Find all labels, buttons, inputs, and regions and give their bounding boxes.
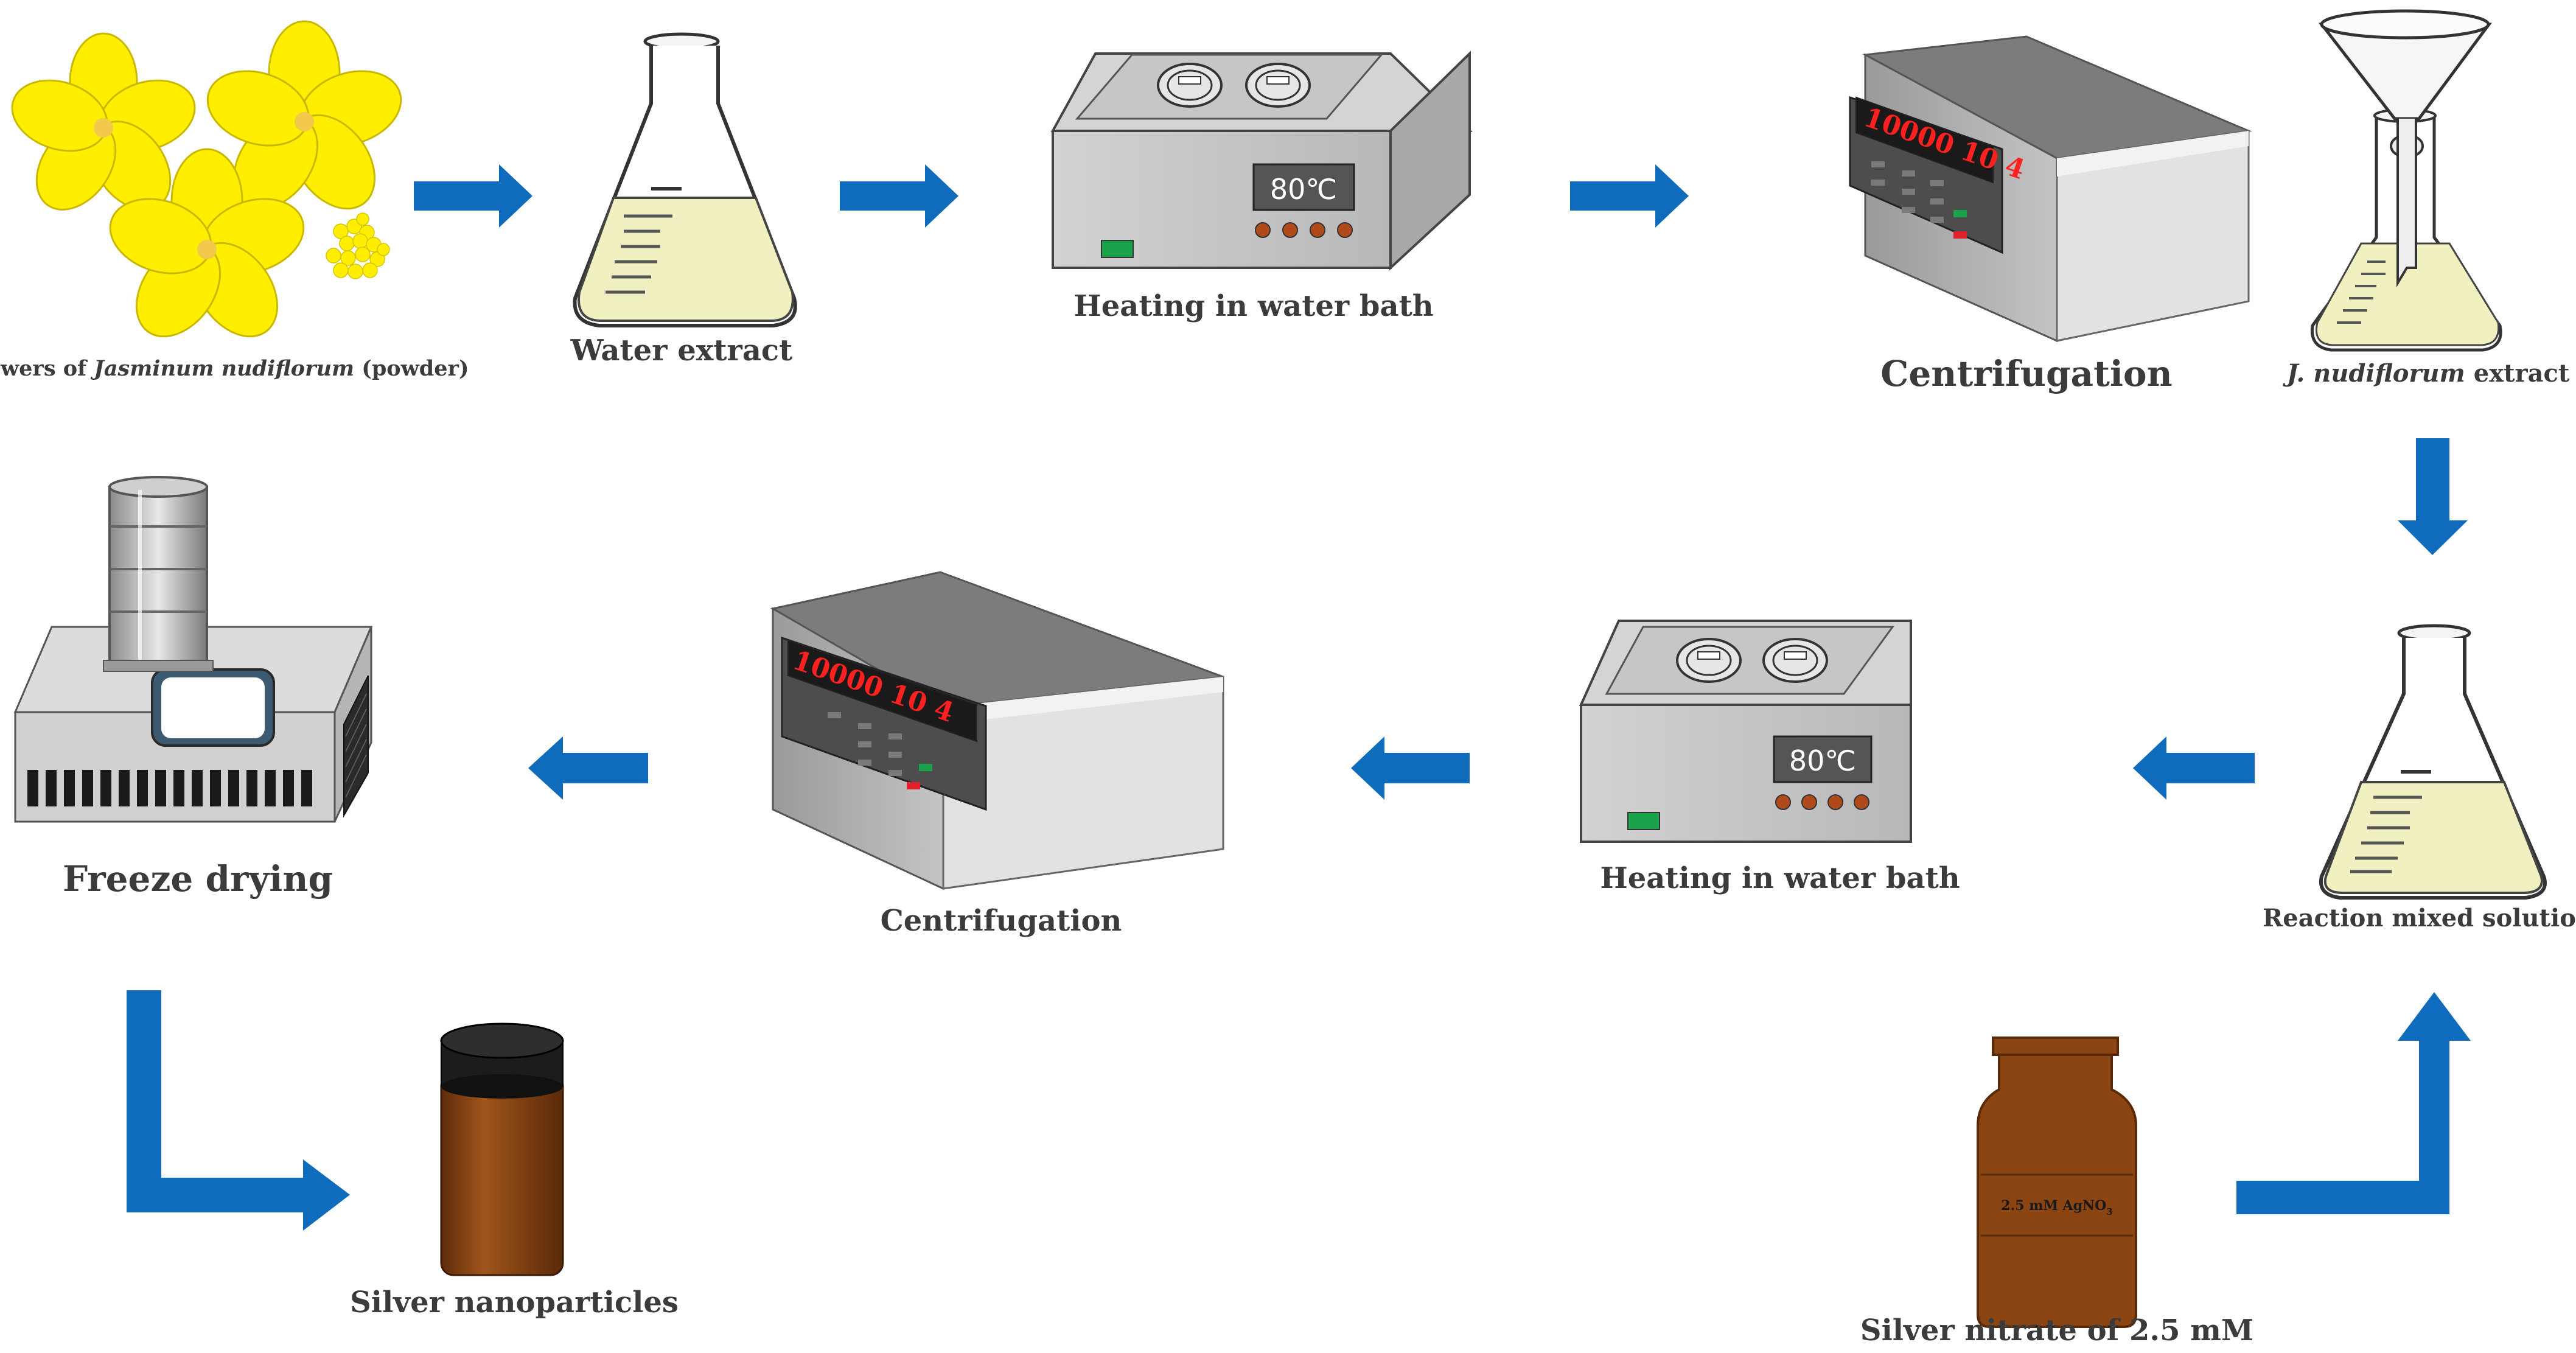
powder-icon [326,212,390,279]
water-bath-icon [1050,51,1473,271]
label-heating-1: Heating in water bath [1073,289,1434,323]
label-reaction: Reaction mixed solution [2263,904,2576,932]
arrow-elbow-up [2236,992,2471,1214]
label-nanoparticles: Silver nanoparticles [350,1285,679,1320]
label-water-extract: Water extract [570,334,793,368]
arrow-left [2133,736,2255,800]
erlenmeyer-flask-icon [2319,624,2547,900]
filter-funnel-flask-icon [2310,9,2502,352]
water-bath-display-1: 80℃ [1270,173,1337,206]
water-bath-display-2: 80℃ [1789,744,1856,777]
centrifuge-icon [1849,35,2252,343]
arrow-left [1351,736,1470,800]
label-centrifugation-2: Centrifugation [880,904,1122,938]
arrow-left [528,736,648,800]
label-freeze-drying: Freeze drying [62,858,333,900]
label-heating-2: Heating in water bath [1600,861,1960,895]
flower-icon [11,20,402,338]
centrifuge-icon [770,571,1224,890]
label-flowers: Flowers of Jasminum nudiflorum (powder) [0,356,469,381]
label-extract: J. nudiflorum extract [2286,359,2570,388]
bottle-label: 2.5 mM AgNO3 [2001,1198,2112,1217]
water-bath-icon [1579,620,1912,843]
arrow-down [2398,438,2468,555]
reagent-bottle-icon: 2.5 mM AgNO3 [1977,1037,2137,1328]
arrow-right [840,164,958,228]
freeze-dryer-icon [13,476,373,823]
arrow-elbow-right [127,990,350,1231]
erlenmeyer-flask-icon [573,32,797,327]
label-silver-nitrate: Silver nitrate of 2.5 mM [1860,1313,2254,1348]
arrow-right [1570,164,1689,228]
arrow-right [414,164,532,228]
label-centrifugation-1: Centrifugation [1880,353,2173,394]
sample-jar-icon [440,1023,564,1276]
